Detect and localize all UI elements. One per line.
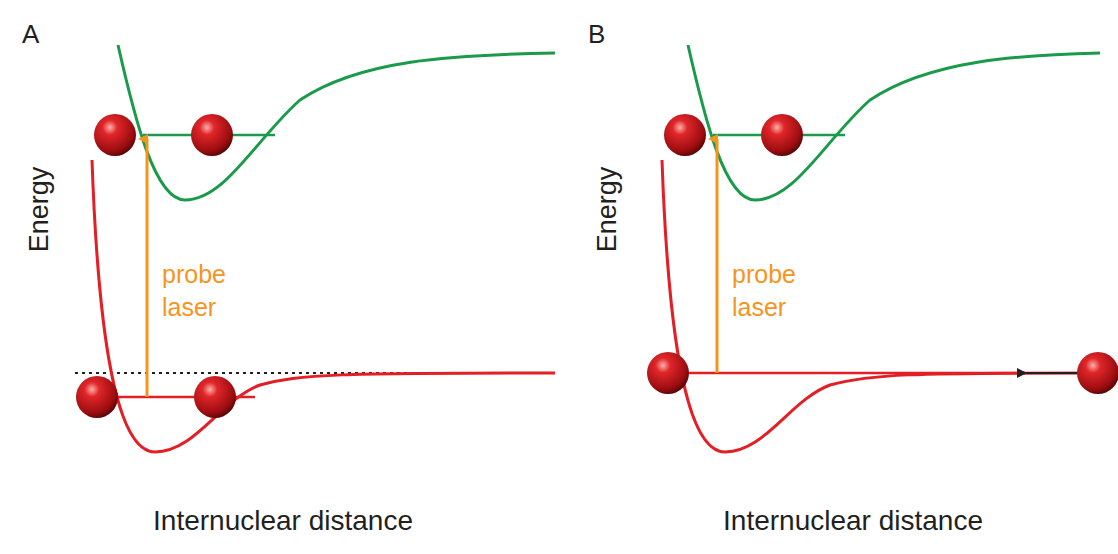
panel-letter: A [22, 20, 39, 50]
panel-letter: B [588, 20, 605, 50]
panel-b [647, 45, 1118, 452]
laser-label: probe laser [732, 258, 792, 323]
laser-label: probe laser [162, 258, 222, 323]
axis-title: Energy [592, 167, 623, 253]
axis-title: Energy [24, 167, 55, 253]
panel-a [75, 45, 555, 452]
axis-title: Internuclear distance [153, 505, 413, 537]
axis-title: Internuclear distance [723, 505, 983, 537]
